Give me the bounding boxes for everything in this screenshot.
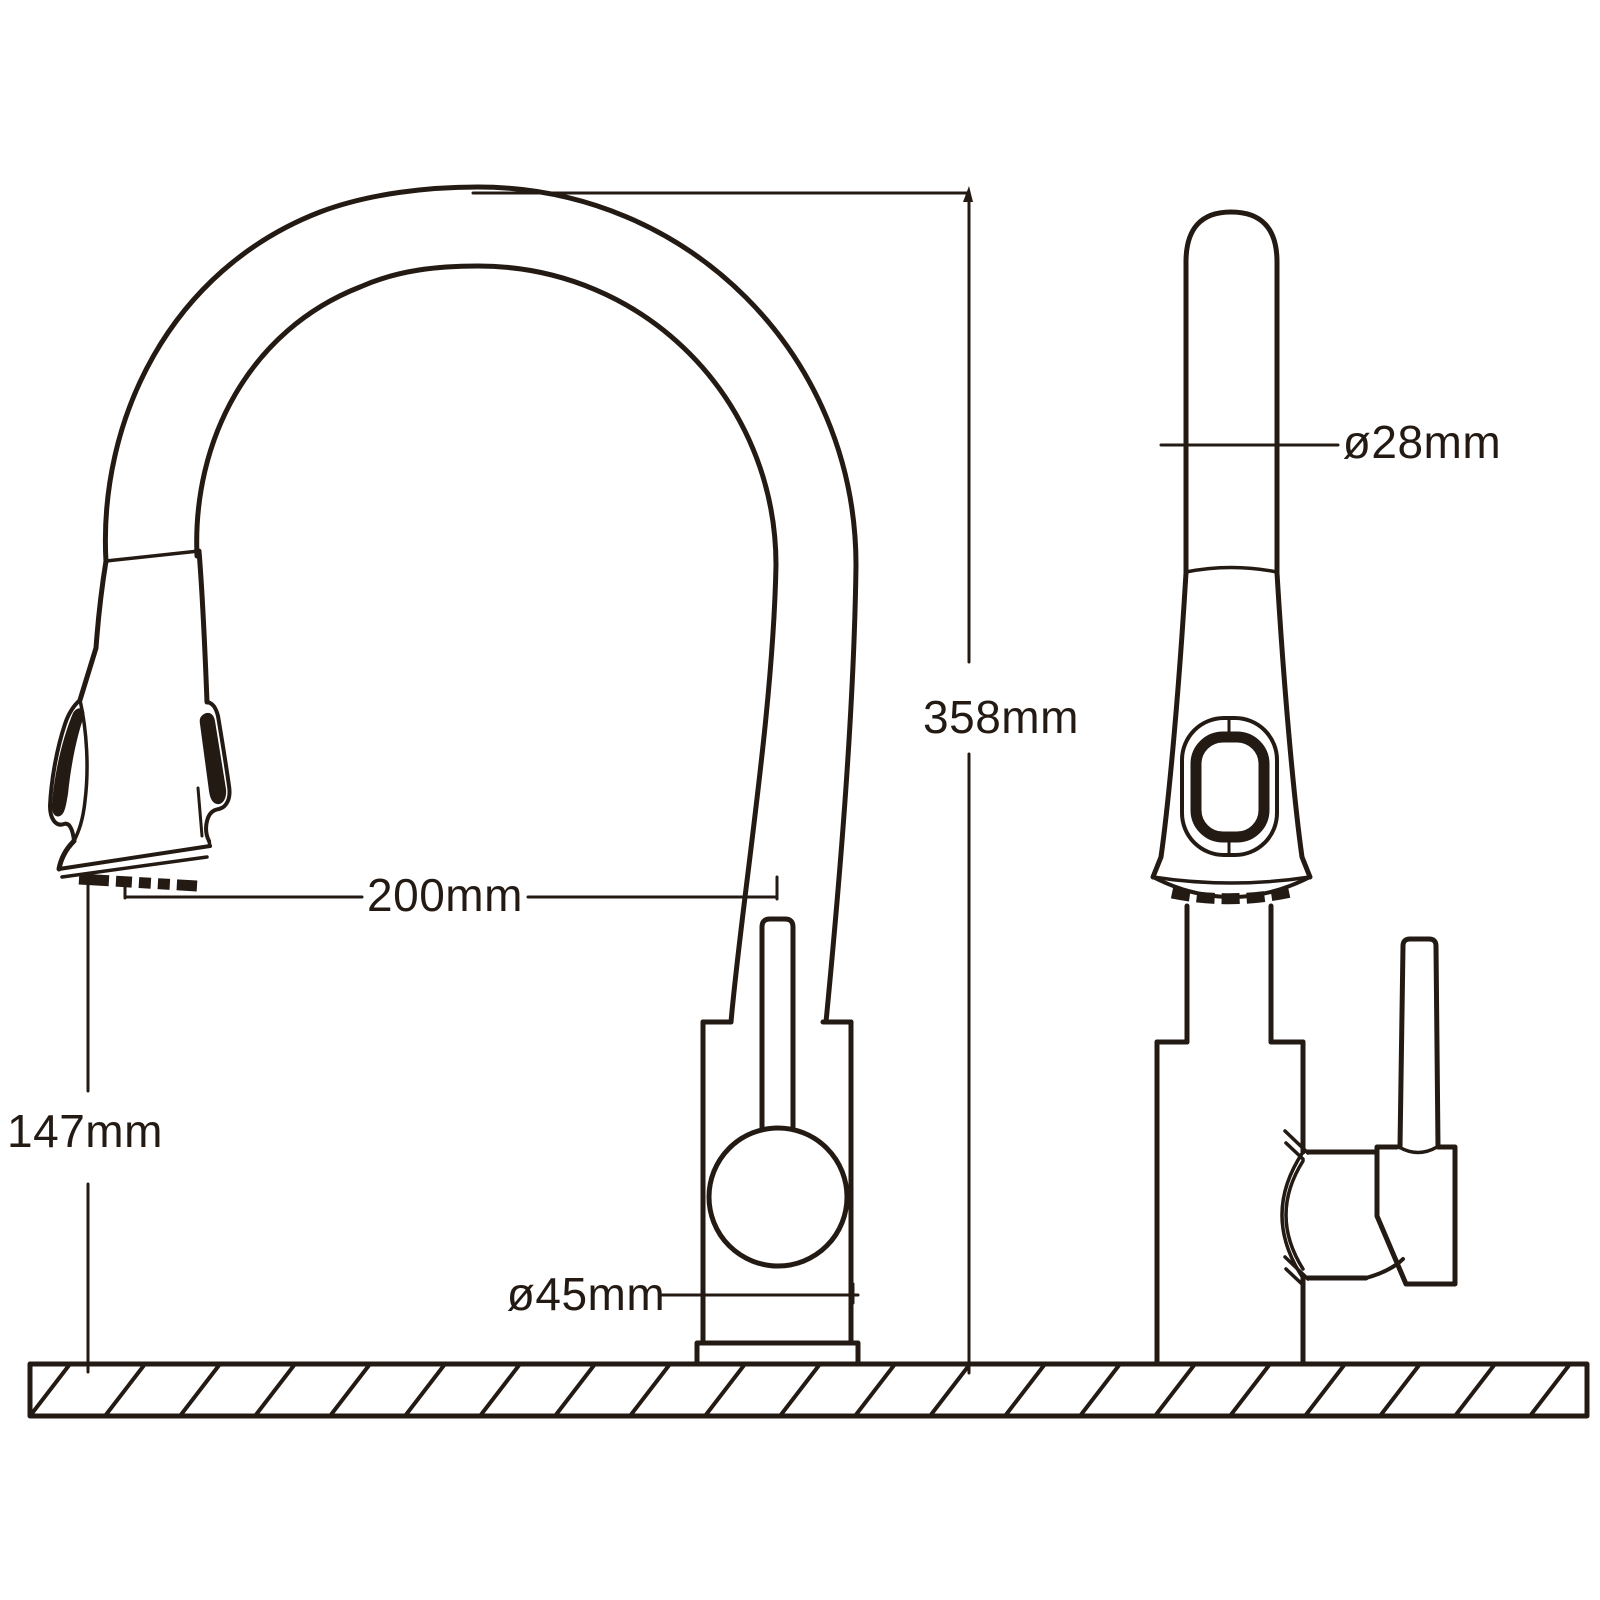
handle-lever-side xyxy=(1397,936,1441,1150)
right-wing-inner-line xyxy=(196,786,204,838)
dim-358-tick xyxy=(963,186,973,202)
dim-label-spout-diameter: ø28mm xyxy=(1343,416,1501,468)
head-bottom-rim xyxy=(1151,875,1312,885)
boss-cylinder-bottom-curve xyxy=(1364,1257,1405,1280)
left-spray-toggle xyxy=(51,708,85,817)
dimension-spout-reach: 200mm xyxy=(123,869,779,921)
dim-label-outlet-height: 147mm xyxy=(7,1105,163,1157)
right-wing-outline xyxy=(203,700,232,843)
side-view xyxy=(1150,209,1458,1385)
countertop-hatching xyxy=(28,1362,1572,1418)
head-flare-left xyxy=(1150,570,1189,880)
left-wing-seam xyxy=(72,698,89,843)
handle-socket xyxy=(1374,1144,1458,1287)
countertop-slab xyxy=(27,1361,1590,1419)
boss-chamfer-top-a xyxy=(1283,1129,1310,1155)
dimension-total-height: 358mm xyxy=(471,186,1079,1375)
faucet-body-side xyxy=(1154,936,1458,1385)
base-flange xyxy=(694,1340,861,1367)
head-right-edge xyxy=(196,548,210,705)
spray-head-seam-side xyxy=(1184,565,1279,574)
left-wing-outline xyxy=(48,698,82,843)
spout-arc-outer xyxy=(102,184,859,1025)
dimension-outlet-height: 147mm xyxy=(7,883,163,1374)
spout-tube-side xyxy=(1183,209,1280,576)
dim-label-spout-reach: 200mm xyxy=(367,869,523,921)
countertop xyxy=(27,1361,1590,1419)
aerator-face-front xyxy=(78,873,198,892)
handle-boss-crescent-inner xyxy=(1284,1159,1305,1271)
spray-head-front xyxy=(48,548,232,892)
nozzle-plate-top xyxy=(57,844,212,871)
spout-arc-inner xyxy=(194,263,779,1025)
dim-label-total-height: 358mm xyxy=(923,691,1079,743)
dimension-spout-diameter: ø28mm xyxy=(1159,416,1501,468)
head-lower-left-edge xyxy=(56,838,77,872)
spray-head-side xyxy=(1150,570,1313,905)
handle-socket-top-arc xyxy=(1397,1145,1439,1155)
aerator-face-side xyxy=(1170,886,1293,905)
boss-chamfer-bottom-b xyxy=(1284,1267,1305,1287)
boss-chamfer-bottom-a xyxy=(1283,1255,1310,1281)
boss-chamfer-top-b xyxy=(1284,1141,1305,1161)
head-left-edge xyxy=(77,558,109,703)
front-view xyxy=(48,184,861,1367)
spray-head-seam xyxy=(104,549,201,563)
nozzle-plate-bottom xyxy=(60,855,209,879)
valve-ball-joint xyxy=(706,1125,850,1269)
head-flare-right xyxy=(1274,570,1313,880)
dim-label-body-diameter: ø45mm xyxy=(507,1268,665,1320)
nozzle-plate-corner xyxy=(207,839,212,848)
faucet-body-front xyxy=(694,916,861,1367)
spray-button-ring xyxy=(1190,731,1270,843)
dimension-body-diameter: ø45mm xyxy=(507,1268,860,1320)
handle-lever-front xyxy=(759,916,796,1136)
right-spray-toggle xyxy=(199,712,227,805)
